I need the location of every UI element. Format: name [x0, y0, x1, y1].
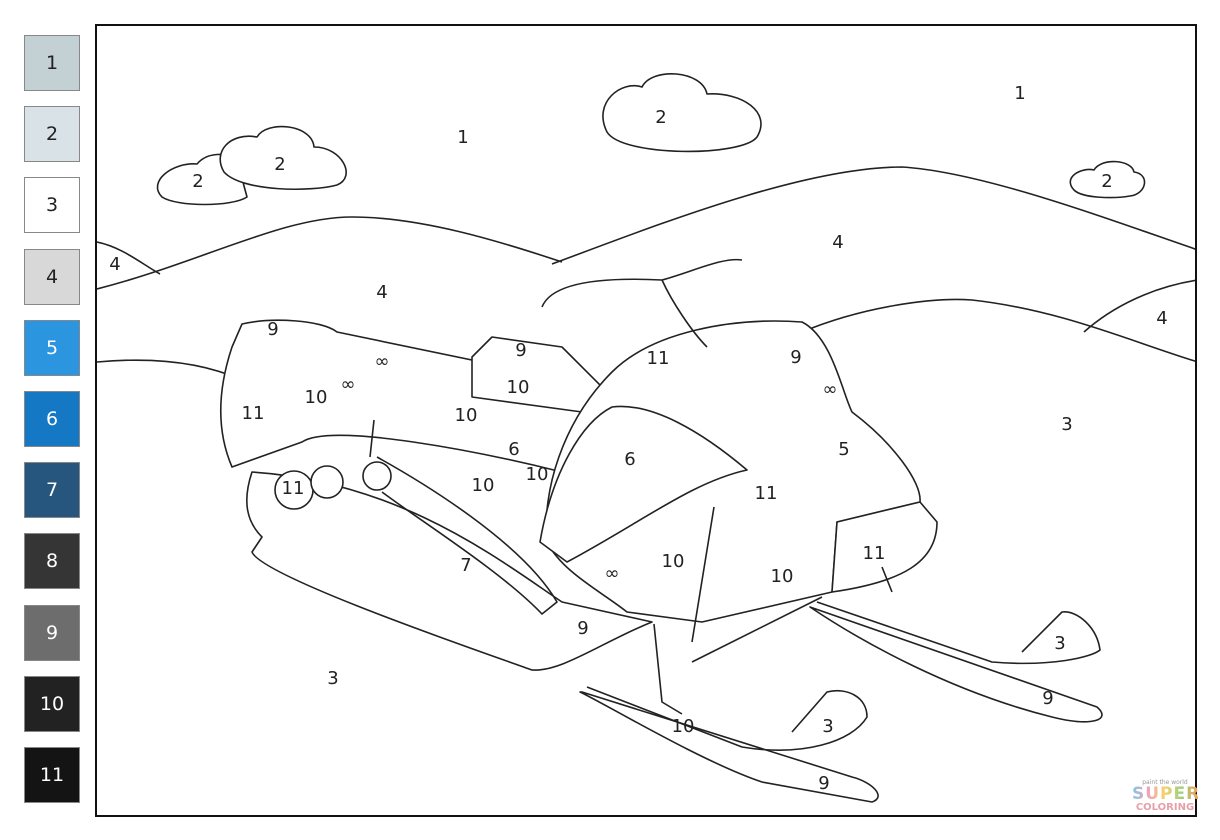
- region-label: 2: [655, 107, 666, 128]
- palette-swatch-3[interactable]: 3: [24, 177, 80, 234]
- region-label: 11: [242, 403, 265, 424]
- brand-logo-icon: ∞: [341, 374, 356, 395]
- handlebar: [541, 258, 743, 348]
- palette-swatch-6[interactable]: 6: [24, 391, 80, 447]
- track-wheel: [310, 465, 344, 499]
- region-label: 6: [624, 449, 635, 470]
- region-label: 10: [472, 475, 495, 496]
- watermark-line1: SUPER: [1132, 784, 1201, 804]
- hill-outline: [1083, 279, 1199, 333]
- region-label: 9: [1042, 688, 1053, 709]
- region-label: 10: [455, 405, 478, 426]
- region-label: 11: [863, 543, 886, 564]
- region-label: 2: [192, 171, 203, 192]
- region-label: 6: [508, 439, 519, 460]
- region-label: 2: [274, 154, 285, 175]
- rear-rail: [369, 419, 558, 615]
- palette-swatch-5[interactable]: 5: [24, 319, 80, 376]
- region-label: 10: [771, 566, 794, 587]
- region-label: 4: [376, 282, 387, 303]
- watermark-tagline: paint the world: [1142, 779, 1188, 786]
- snowmobile-side-panel: [539, 405, 748, 563]
- brand-logo-icon: ∞: [823, 379, 838, 400]
- palette-swatch-7[interactable]: 7: [24, 462, 80, 519]
- region-label: 7: [460, 555, 471, 576]
- region-label: 4: [109, 254, 120, 275]
- left-ski-strut: [653, 623, 683, 715]
- snowmobile-track: [246, 471, 653, 671]
- region-label: 3: [1054, 633, 1065, 654]
- palette-swatch-8[interactable]: 8: [24, 533, 80, 590]
- region-label: 10: [526, 464, 549, 485]
- region-label: 11: [647, 348, 670, 369]
- super-coloring-watermark: paint the world SUPER COLORING: [1132, 779, 1201, 813]
- region-label: 11: [282, 478, 305, 499]
- region-label: 3: [1061, 414, 1072, 435]
- region-label: 2: [1101, 171, 1112, 192]
- palette-swatch-10[interactable]: 10: [24, 675, 80, 732]
- palette-swatch-4[interactable]: 4: [24, 248, 80, 305]
- region-label: 10: [662, 551, 685, 572]
- region-label: 4: [1156, 308, 1167, 329]
- left-ski-tip: [586, 686, 868, 751]
- region-label: 5: [838, 439, 849, 460]
- hill-outline: [96, 241, 161, 275]
- right-ski-tip: [816, 601, 1101, 665]
- cloud: [219, 125, 347, 190]
- region-label: 10: [672, 716, 695, 737]
- hill-outline: [96, 216, 563, 290]
- region-label: 9: [515, 340, 526, 361]
- region-label: 1: [1014, 83, 1025, 104]
- region-label: 10: [507, 377, 530, 398]
- cloud: [1069, 160, 1146, 199]
- hill-outline: [551, 166, 1199, 265]
- region-label: 9: [818, 773, 829, 794]
- brand-logo-icon: ∞: [375, 351, 390, 372]
- region-label: 11: [755, 483, 778, 504]
- palette-swatch-11[interactable]: 11: [24, 747, 80, 803]
- brand-logo-marks: ∞ ∞ ∞ ∞: [341, 351, 838, 584]
- region-label: 3: [822, 716, 833, 737]
- right-ski: [809, 606, 1103, 723]
- palette-swatch-9[interactable]: 9: [24, 604, 80, 661]
- region-label: 10: [305, 387, 328, 408]
- left-ski: [579, 691, 879, 803]
- snowmobile-nose: [831, 501, 938, 593]
- hill-outline: [801, 298, 1199, 363]
- region-label: 9: [267, 319, 278, 340]
- snowmobile-seat: [219, 319, 623, 473]
- region-label: 3: [327, 668, 338, 689]
- region-label: 9: [577, 618, 588, 639]
- front-suspension-spring: [691, 506, 893, 643]
- hill-outline: [96, 359, 243, 381]
- region-label: 4: [832, 232, 843, 253]
- palette-swatch-1[interactable]: 1: [24, 35, 80, 91]
- region-label: 1: [457, 127, 468, 148]
- region-label: 9: [790, 347, 801, 368]
- cloud: [602, 73, 762, 153]
- watermark-line2: COLORING: [1135, 802, 1195, 813]
- track-wheel: [362, 461, 392, 491]
- ski-connector: [691, 596, 823, 663]
- brand-logo-icon: ∞: [605, 563, 620, 584]
- palette-swatch-2[interactable]: 2: [24, 106, 80, 163]
